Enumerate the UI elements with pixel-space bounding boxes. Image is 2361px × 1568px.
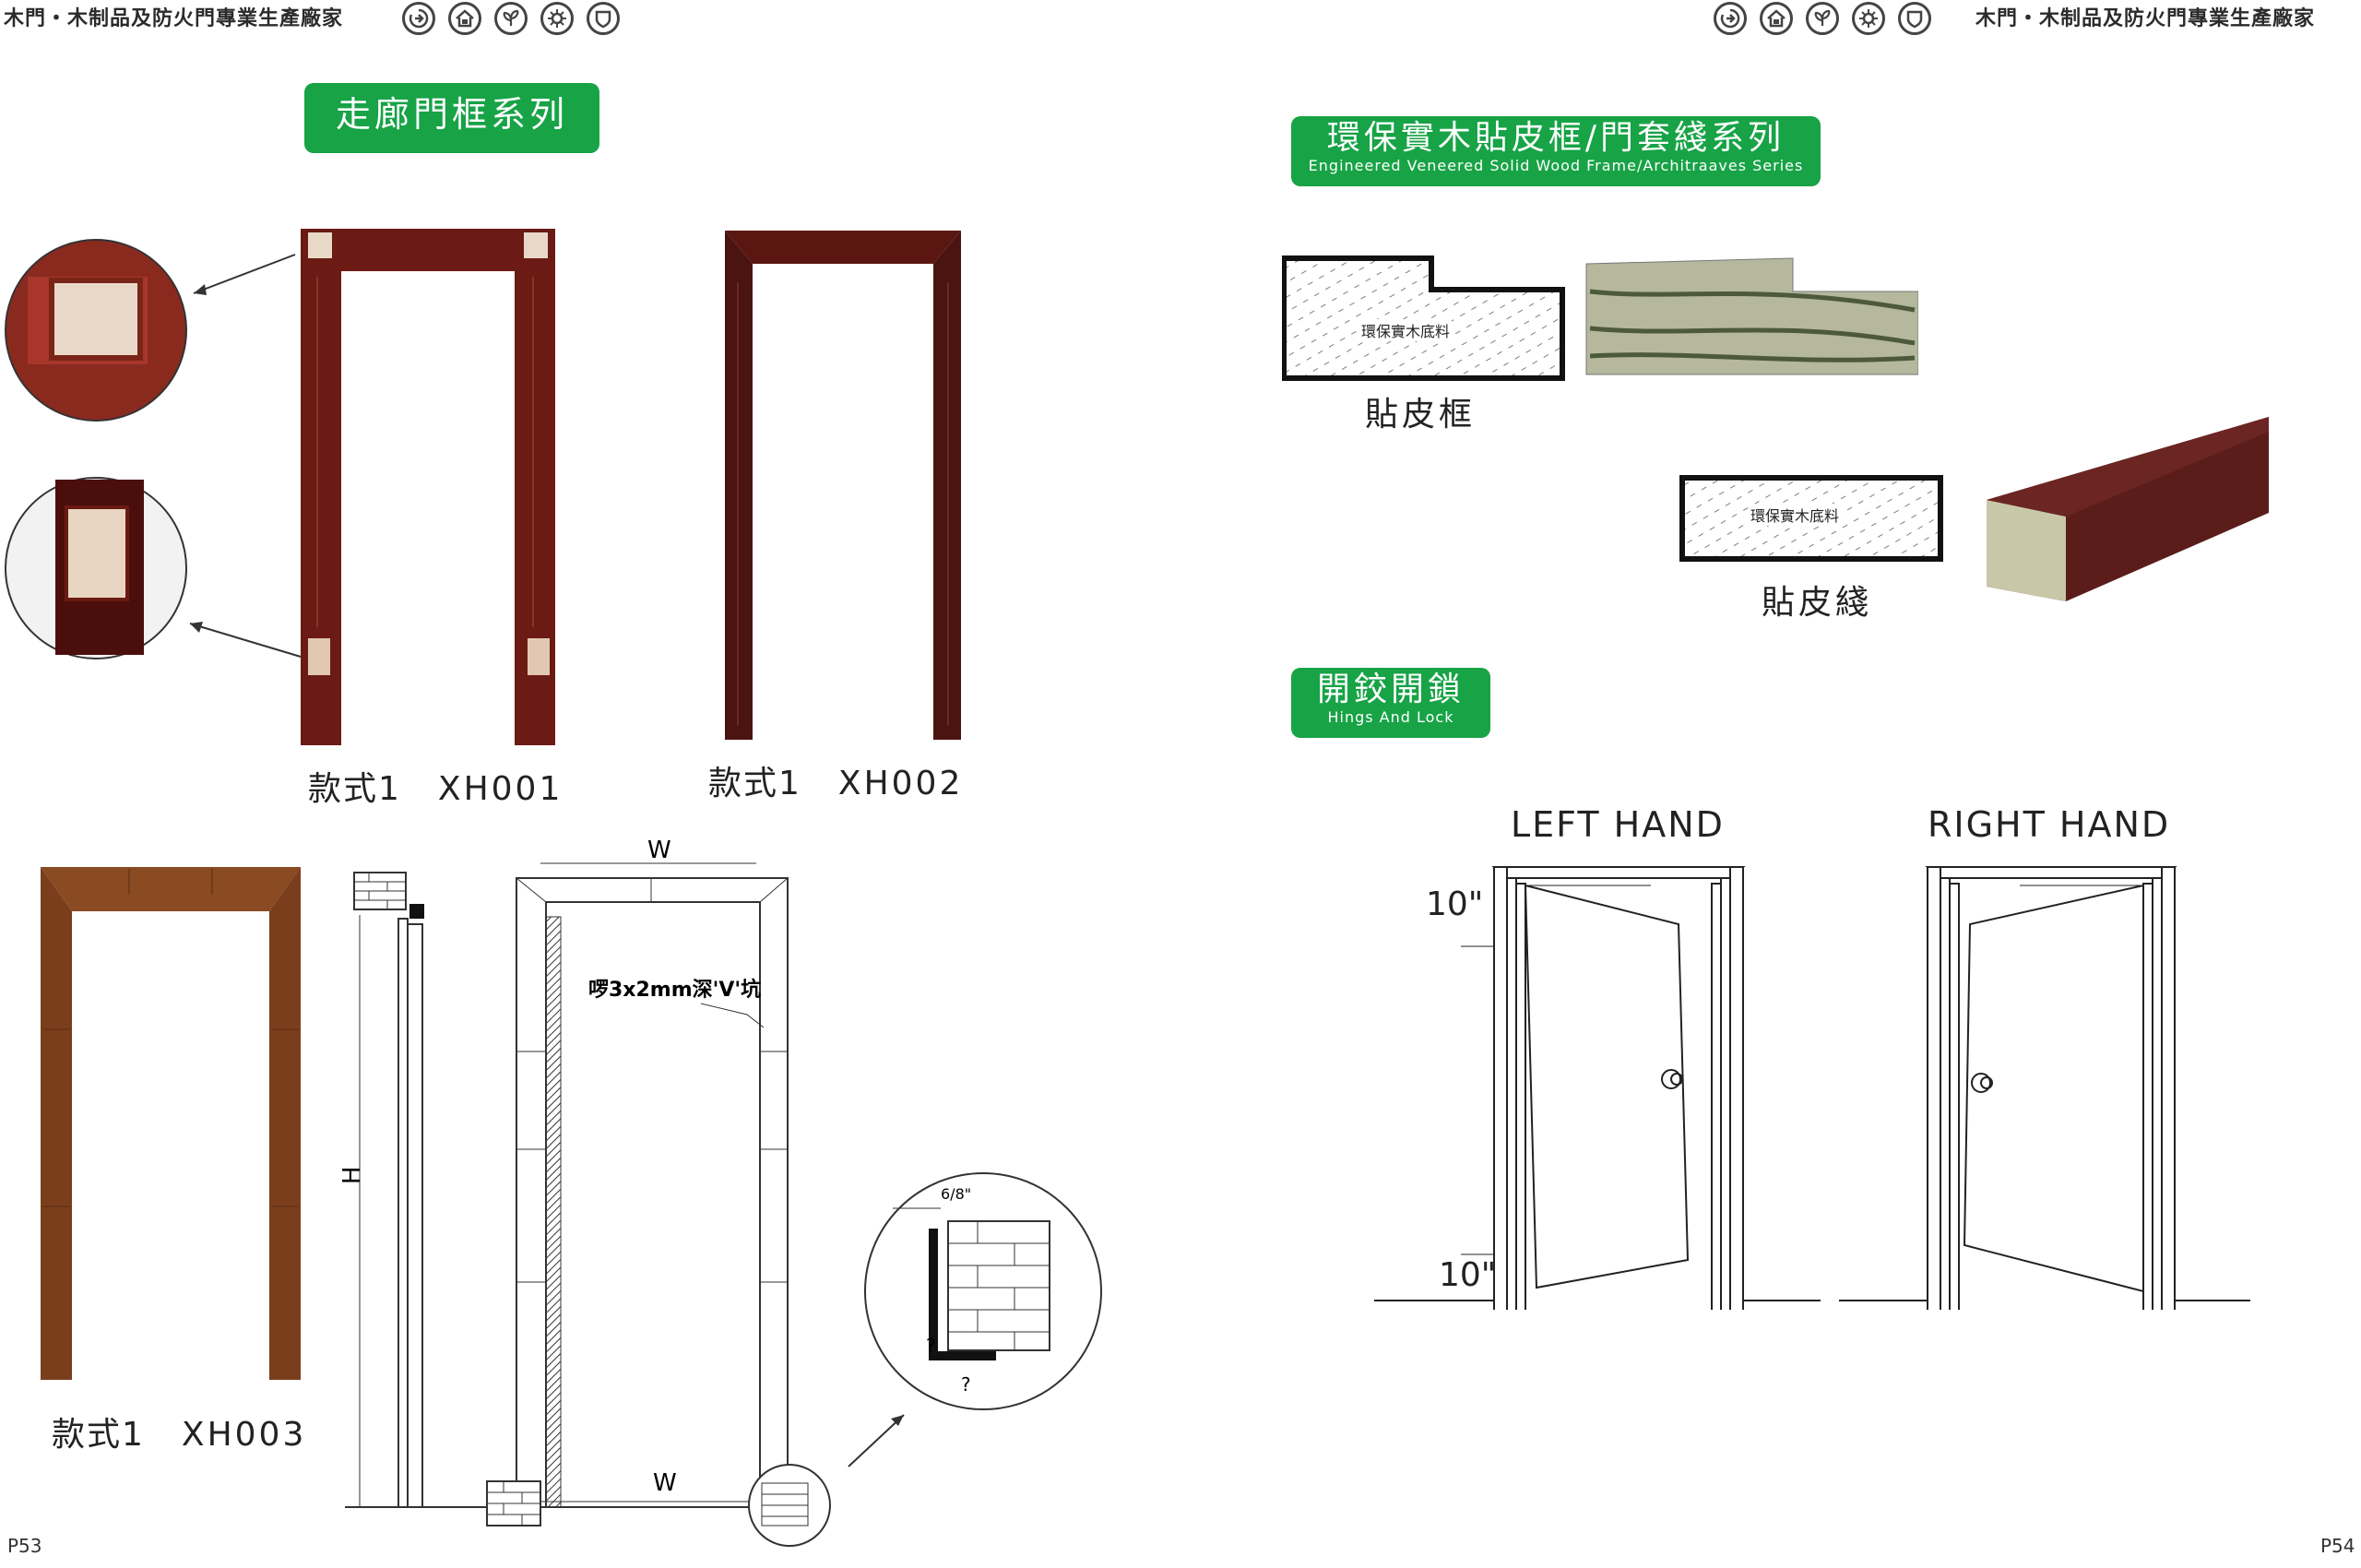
shield-icon <box>587 2 620 35</box>
dim-bottom-label: 10" <box>1439 1256 1497 1294</box>
frame-profile-figure <box>1282 255 1918 381</box>
page-number-left: P53 <box>7 1535 42 1557</box>
company-name-left: 木門・木制品及防火門專業生產廠家 <box>4 6 344 30</box>
left-hand-door-leaf <box>1524 884 1690 1289</box>
section-title-veneer: 環保實木貼皮框/門套綫系列 Engineered Veneered Solid … <box>1291 116 1821 186</box>
trim-profile-figure <box>1679 417 2269 601</box>
section-title-veneer-text: 環保實木貼皮框/門套綫系列 <box>1326 119 1786 157</box>
detail-q-label-a: ? <box>926 1335 936 1357</box>
house-icon <box>448 2 481 35</box>
frame-xh003-figure <box>41 867 301 1380</box>
recycle-icon <box>1714 2 1747 35</box>
section-title-text: 走廊門框系列 <box>335 94 568 135</box>
header-icons-right <box>1714 2 1931 35</box>
burl-block-top <box>49 278 143 361</box>
hinge-title-text: 開鉸開鎖 <box>1316 671 1465 708</box>
material-label-frame: 環保實木底料 <box>1359 319 1453 341</box>
frame-label: 貼皮框 <box>1365 396 1477 434</box>
frame-profile-section <box>1282 255 1565 381</box>
dim-top-label: 10" <box>1426 885 1484 923</box>
frame-head <box>301 229 555 271</box>
section-subtitle-veneer: Engineered Veneered Solid Wood Frame/Arc… <box>1308 156 1804 174</box>
section-title-hinge: 開鉸開鎖 Hings And Lock <box>1291 668 1490 738</box>
detail-top-label: 6/8" <box>941 1185 971 1203</box>
groove-note: 啰3x2mm深'V'坑 <box>588 978 761 1002</box>
left-hand-label: LEFT HAND <box>1511 804 1725 845</box>
company-name-right: 木門・木制品及防火門專業生產廠家 <box>1975 6 2316 30</box>
trim-label: 貼皮綫 <box>1762 584 1873 622</box>
leaf-icon <box>1806 2 1839 35</box>
right-door-knob <box>1971 1073 1991 1093</box>
left-door-knob <box>1661 1069 1681 1089</box>
height-label-a: H <box>338 1166 366 1184</box>
detail-q-label-b: ? <box>961 1373 971 1396</box>
page-number-right: P54 <box>2320 1535 2355 1557</box>
right-hand-label: RIGHT HAND <box>1928 804 2171 845</box>
sun-icon <box>1852 2 1885 35</box>
shield-icon <box>1898 2 1931 35</box>
door-hand-diagram <box>1374 866 2250 1310</box>
material-label-trim: 環保實木底料 <box>1749 504 1842 526</box>
house-icon <box>1760 2 1793 35</box>
right-hand-door-leaf <box>1963 884 2144 1293</box>
burl-block-bottom <box>65 505 129 601</box>
hinge-subtitle-text: Hings And Lock <box>1327 707 1454 726</box>
section-title-corridor: 走廊門框系列 <box>304 83 599 153</box>
frame-profile-photo <box>1585 257 1918 375</box>
recycle-icon <box>402 2 435 35</box>
frame-xh001-figure <box>5 229 555 745</box>
sun-icon <box>540 2 574 35</box>
leaf-icon <box>494 2 528 35</box>
width-label-top: W <box>647 837 671 864</box>
width-label-plan: W <box>653 1469 677 1497</box>
technical-drawing: H H W 啰3x2mm深'V'坑 6/8" ? ? W <box>338 837 1102 1547</box>
header-icons-left <box>402 2 620 35</box>
frame-xh002-figure <box>725 231 961 740</box>
